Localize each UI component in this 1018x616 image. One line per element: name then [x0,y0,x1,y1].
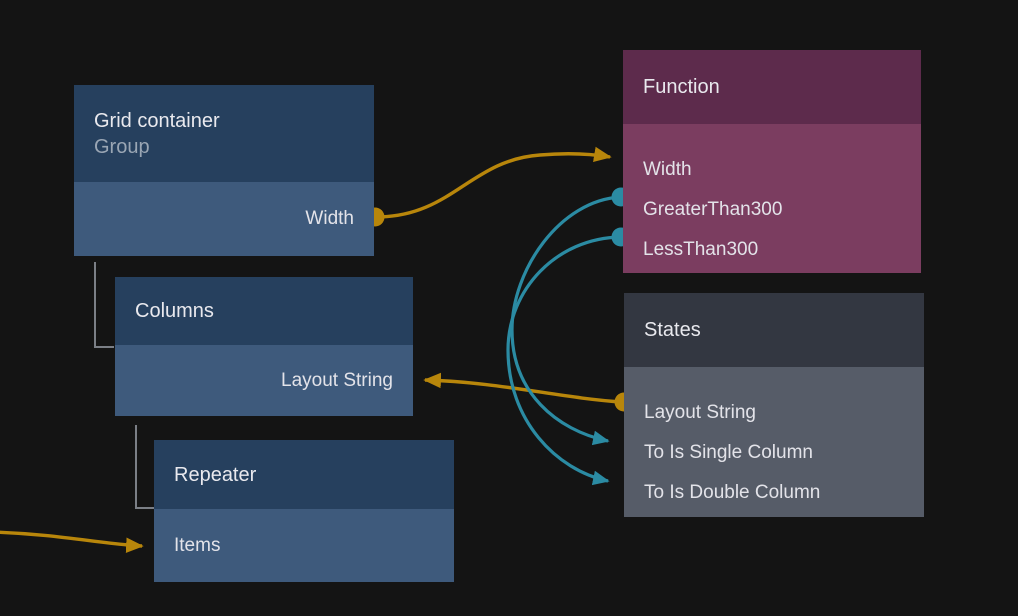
node-states-body[interactable]: Layout String To Is Single Column To Is … [624,367,924,517]
node-repeater[interactable]: Repeater Items [154,440,454,582]
wire-states-layoutstring-to-columns-layoutstring [423,372,623,404]
tree-connector-columns-to-repeater [135,425,155,509]
node-repeater-title: Repeater [174,463,257,486]
port-function-lessthan300[interactable]: LessThan300 [643,238,759,260]
node-grid-container-subtitle: Group [94,135,150,158]
node-columns-body[interactable]: Layout String [115,345,413,416]
wire-offscreen-to-repeater-items [0,530,144,554]
wire-gridcontainer-width-to-function-width [375,146,612,219]
node-states-header[interactable]: States [624,293,924,367]
node-grid-container[interactable]: Grid container Group Width [74,85,374,256]
node-function-header[interactable]: Function [623,50,921,124]
node-states-title: States [644,319,701,341]
wire-function-greaterthan300-to-states-tosinglecolumn [510,195,622,446]
node-function[interactable]: Function Width GreaterThan300 LessThan30… [623,50,921,273]
port-function-greaterthan300[interactable]: GreaterThan300 [643,198,783,220]
node-grid-container-header[interactable]: Grid container Group [74,85,374,182]
port-columns-layout-string[interactable]: Layout String [281,369,393,391]
node-repeater-body[interactable]: Items [154,509,454,582]
port-function-width[interactable]: Width [643,158,692,180]
port-repeater-items[interactable]: Items [174,534,221,556]
port-states-layout-string[interactable]: Layout String [644,402,756,423]
port-states-to-is-double-column[interactable]: To Is Double Column [644,482,821,503]
node-states[interactable]: States Layout String To Is Single Column… [624,293,924,517]
port-grid-container-width[interactable]: Width [305,208,354,229]
wire-function-lessthan300-to-states-todoublecolumn [506,235,622,486]
node-columns[interactable]: Columns Layout String [115,277,413,416]
tree-connector-grid-to-columns [94,262,114,348]
node-repeater-header[interactable]: Repeater [154,440,454,509]
node-function-body[interactable]: Width GreaterThan300 LessThan300 [623,124,921,273]
node-grid-container-body[interactable]: Width [74,182,374,256]
port-states-to-is-single-column[interactable]: To Is Single Column [644,442,813,463]
node-grid-container-title: Grid container [94,109,220,132]
node-columns-header[interactable]: Columns [115,277,413,345]
node-columns-title: Columns [135,300,214,322]
node-function-title: Function [643,76,720,98]
